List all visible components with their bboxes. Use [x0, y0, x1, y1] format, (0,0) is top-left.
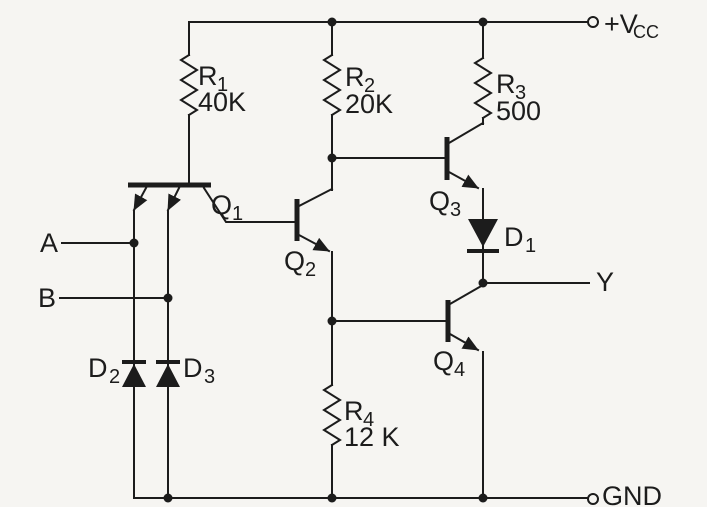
d1-triangle	[468, 219, 498, 247]
d1-sub-label: 1	[525, 235, 536, 257]
junction-dot	[163, 293, 173, 303]
q2-emitter-arrow	[297, 233, 331, 253]
junction-dot	[478, 493, 488, 503]
q1-emitter2-arrow	[166, 186, 181, 212]
r3-ref-label: R	[496, 69, 516, 99]
labels: R 1 40K R 2 20K R 3 500 R 4 12 K Q 1 Q 2…	[38, 9, 662, 507]
junction-dot	[327, 153, 337, 163]
r2-zigzag	[322, 53, 342, 117]
q1-sub-label: 1	[232, 203, 243, 225]
q1-ref-label: Q	[211, 190, 232, 220]
d2-ref-label: D	[88, 353, 108, 383]
q1-emitter1-arrow	[132, 186, 148, 212]
junction-dot	[327, 17, 337, 27]
q4-collector-diag	[448, 283, 485, 306]
r3-sub-label: 3	[515, 82, 526, 104]
vcc-label-sub: CC	[633, 22, 659, 42]
diode-d2	[122, 210, 146, 499]
q4-sub-label: 4	[454, 359, 465, 381]
r4-ref-label: R	[344, 396, 364, 426]
output-y-label: Y	[596, 267, 614, 297]
r2-sub-label: 2	[364, 75, 375, 97]
junction-dot	[129, 238, 139, 248]
r4-value-label: 12 K	[344, 422, 400, 452]
r3-value-label: 500	[496, 96, 541, 126]
resistor-r3	[473, 21, 493, 125]
transistor-q1	[128, 182, 296, 223]
r1-value-label: 40K	[198, 87, 246, 117]
resistor-r4	[322, 383, 342, 499]
diode-d1	[467, 188, 499, 284]
q2-sub-label: 2	[305, 259, 316, 281]
diode-d3	[156, 210, 180, 499]
r2-value-label: 20K	[345, 89, 393, 119]
r3-zigzag	[473, 56, 493, 120]
r4-zigzag	[322, 383, 342, 447]
q3-ref-label: Q	[429, 186, 450, 216]
resistor-r1	[179, 21, 199, 184]
junction-dot	[163, 493, 173, 503]
vcc-rail	[188, 16, 599, 28]
q3-emitter-arrow	[447, 170, 480, 190]
q2-ref-label: Q	[284, 246, 305, 276]
input-a-label: A	[40, 228, 58, 258]
d1-ref-label: D	[504, 222, 524, 252]
gnd-rail	[133, 493, 599, 505]
input-b-label: B	[38, 283, 56, 313]
junction-dot	[478, 278, 488, 288]
resistor-r2	[322, 21, 342, 159]
d2-triangle	[122, 364, 146, 387]
transistor-q3	[331, 121, 485, 190]
junction-dots	[129, 17, 488, 503]
d3-sub-label: 3	[204, 366, 215, 388]
q4-emitter-arrow	[448, 332, 480, 352]
vcc-label-main: +V	[604, 9, 638, 39]
gnd-terminal-circle	[587, 493, 599, 505]
junction-dot	[327, 316, 337, 326]
transistor-q4	[331, 283, 485, 499]
r1-sub-label: 1	[217, 74, 228, 96]
d3-ref-label: D	[183, 353, 203, 383]
r2-ref-label: R	[345, 62, 365, 92]
gnd-label: GND	[602, 481, 662, 507]
q3-sub-label: 3	[450, 199, 461, 221]
d3-triangle	[156, 364, 180, 387]
r1-zigzag	[179, 53, 199, 117]
junction-dot	[478, 17, 488, 27]
junction-dot	[327, 493, 337, 503]
q1-collector-wire	[202, 186, 296, 223]
q2-collector-diag	[297, 187, 334, 208]
r4-sub-label: 4	[363, 409, 374, 431]
d2-sub-label: 2	[109, 366, 120, 388]
r1-ref-label: R	[198, 61, 218, 91]
vcc-terminal-circle	[587, 16, 599, 28]
q3-collector-diag	[447, 121, 485, 145]
q4-ref-label: Q	[433, 346, 454, 376]
